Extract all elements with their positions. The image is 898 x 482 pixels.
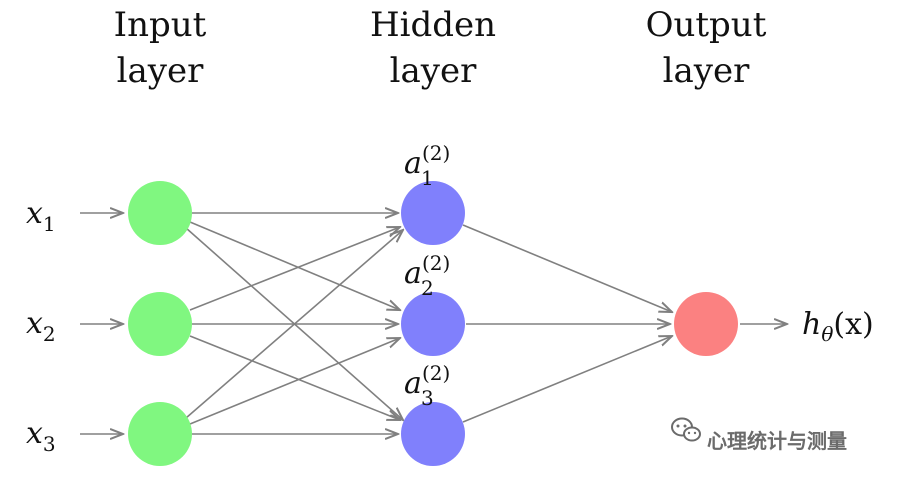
wechat-icon xyxy=(671,417,701,442)
hidden-label-3: a (2) 3 xyxy=(404,361,450,410)
edge-x2-a1 xyxy=(189,227,400,311)
input-label-2: x2 xyxy=(26,306,56,346)
hidden-label-3-sup: (2) xyxy=(422,361,450,385)
hidden-node-3 xyxy=(401,402,465,466)
hidden-label-1-sup: (2) xyxy=(422,141,450,165)
hidden-label-1: a (2) 1 xyxy=(404,141,450,190)
output-label-sub: θ xyxy=(821,322,833,346)
output-layer-subtitle: layer xyxy=(663,51,750,91)
watermark-text: 心理统计与测量 xyxy=(707,429,847,453)
edge-x3-a2 xyxy=(189,338,400,425)
hidden-label-1-var: a xyxy=(404,146,422,181)
edge-x3-a1 xyxy=(185,230,403,419)
edge-a3-h xyxy=(462,336,672,423)
input-node-3 xyxy=(128,402,192,466)
input-hidden-edges xyxy=(185,213,403,434)
hidden-label-2-sub: 2 xyxy=(421,276,434,300)
hidden-label-2: a (2) 2 xyxy=(404,251,450,300)
input-label-3: x3 xyxy=(26,416,56,456)
input-label-1-sub: 1 xyxy=(43,212,56,236)
output-layer-title: Output xyxy=(646,5,767,45)
hidden-label-1-sub: 1 xyxy=(421,166,434,190)
input-layer-title: Input xyxy=(114,5,207,45)
hidden-label-3-var: a xyxy=(404,366,422,401)
input-label-3-sub: 3 xyxy=(43,432,56,456)
hidden-label-2-var: a xyxy=(404,256,422,291)
input-label-1: x1 xyxy=(26,196,56,236)
hidden-node-2 xyxy=(401,292,465,356)
input-layer-subtitle: layer xyxy=(117,51,204,91)
edge-x1-a2 xyxy=(189,221,400,310)
edge-x2-a3 xyxy=(189,335,400,420)
watermark: 心理统计与测量 xyxy=(671,417,847,453)
output-label-arg: (x) xyxy=(833,307,873,342)
input-label-3-var: x xyxy=(26,416,43,451)
input-label-1-var: x xyxy=(26,196,43,231)
hidden-node-1 xyxy=(401,181,465,245)
output-label: hθ(x) xyxy=(802,307,874,346)
input-label-2-var: x xyxy=(26,306,43,341)
hidden-label-3-sub: 3 xyxy=(421,386,434,410)
input-label-2-sub: 2 xyxy=(43,322,56,346)
input-node-1 xyxy=(128,181,192,245)
hidden-layer-subtitle: layer xyxy=(390,51,477,91)
output-label-func: h xyxy=(802,307,821,342)
hidden-output-edges xyxy=(462,224,672,423)
hidden-layer-title: Hidden xyxy=(370,5,496,45)
hidden-label-2-sup: (2) xyxy=(422,251,450,275)
edge-a1-h xyxy=(462,224,672,312)
input-node-2 xyxy=(128,292,192,356)
output-node xyxy=(674,292,738,356)
